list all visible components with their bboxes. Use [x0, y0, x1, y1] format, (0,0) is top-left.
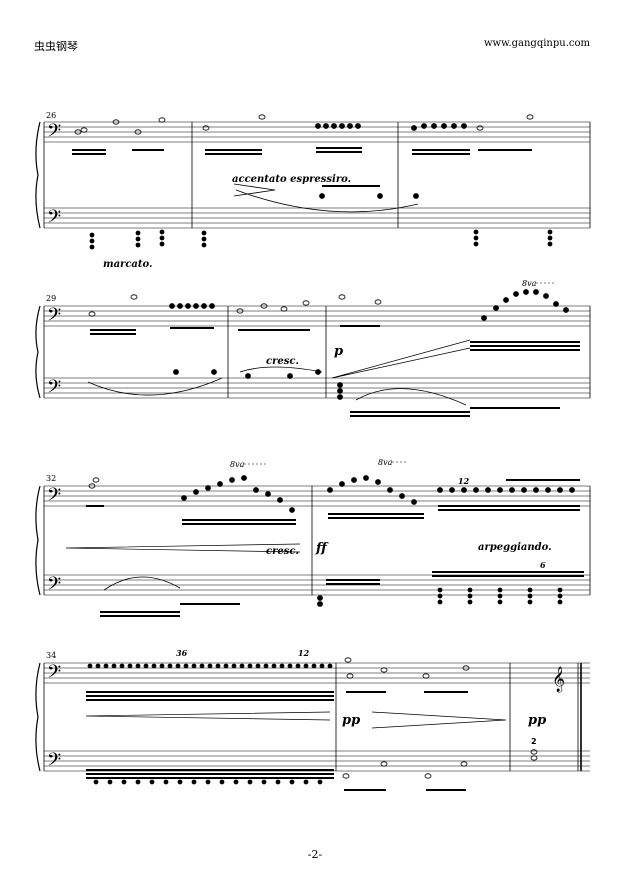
bass-clef-icon: 𝄢 — [47, 750, 61, 775]
notes — [88, 289, 580, 417]
measure-number: 32 — [46, 474, 56, 483]
system-4: 𝄢 𝄢 𝄞 34 — [35, 648, 590, 791]
fingering-number: 2 — [531, 737, 537, 746]
slur — [239, 366, 323, 373]
notes — [86, 475, 584, 617]
tuplet-number: 36 — [176, 648, 188, 658]
barlines — [43, 122, 591, 228]
expression-text: accentato espressiro. — [232, 174, 351, 185]
dynamic-marking: pp — [528, 713, 546, 728]
decrescendo-hairpin — [233, 183, 276, 197]
crescendo-hairpin — [65, 543, 301, 553]
brace — [35, 485, 41, 596]
expression-text: cresc. — [266, 546, 299, 557]
notes — [72, 114, 553, 250]
tuplet-number: 6 — [540, 560, 546, 570]
ottava-mark: 8va — [230, 460, 245, 469]
bass-clef-icon: 𝄢 — [47, 485, 61, 510]
bass-clef-icon: 𝄢 — [47, 121, 61, 146]
expression-text: marcato. — [103, 259, 153, 270]
slur — [87, 377, 223, 396]
notes — [86, 657, 538, 791]
system-3: 𝄢 𝄢 32 — [35, 458, 591, 617]
bass-staff — [44, 207, 590, 229]
treble-clef-icon: 𝄞 — [552, 666, 565, 692]
system-1: 𝄢 𝄢 26 — [35, 111, 591, 270]
bass-staff — [44, 574, 590, 596]
treble-staff — [44, 485, 590, 507]
header-title: 虫虫钢琴 — [34, 40, 78, 53]
slur — [103, 576, 181, 591]
slur — [235, 189, 419, 213]
treble-staff — [44, 305, 590, 327]
expression-text: cresc. — [266, 356, 299, 367]
barlines — [43, 486, 591, 595]
bass-staff — [44, 750, 590, 772]
decrescendo-hairpin — [371, 711, 507, 729]
barlines — [43, 663, 582, 771]
ottava-mark: 8va — [522, 279, 537, 288]
bass-clef-icon: 𝄢 — [47, 305, 61, 330]
bass-clef-icon: 𝄢 — [47, 662, 61, 687]
brace — [35, 121, 41, 229]
treble-staff — [44, 662, 590, 684]
brace — [35, 662, 41, 772]
measure-number: 34 — [46, 651, 56, 660]
expression-text: arpeggiando. — [478, 542, 552, 553]
dynamic-marking: pp — [342, 713, 360, 728]
dynamic-marking: p — [334, 344, 343, 359]
crescendo-hairpin — [85, 711, 331, 721]
header-website: www.gangqinpu.com — [483, 38, 590, 49]
barlines — [43, 306, 591, 398]
bass-clef-icon: 𝄢 — [47, 207, 61, 232]
measure-number: 26 — [46, 111, 56, 120]
tuplet-number: 12 — [298, 648, 310, 658]
crescendo-hairpin — [331, 339, 471, 379]
measure-number: 29 — [46, 294, 56, 303]
bass-clef-icon: 𝄢 — [47, 377, 61, 402]
brace — [35, 305, 41, 399]
slur — [355, 388, 467, 406]
ottava-mark: 8va — [378, 458, 393, 467]
dynamic-marking: ff — [315, 541, 329, 556]
bass-clef-icon: 𝄢 — [47, 574, 61, 599]
tuplet-number: 12 — [458, 476, 470, 486]
page-number: -2- — [307, 848, 323, 861]
bass-staff — [44, 377, 590, 399]
system-2: 𝄢 𝄢 29 — [35, 279, 591, 417]
